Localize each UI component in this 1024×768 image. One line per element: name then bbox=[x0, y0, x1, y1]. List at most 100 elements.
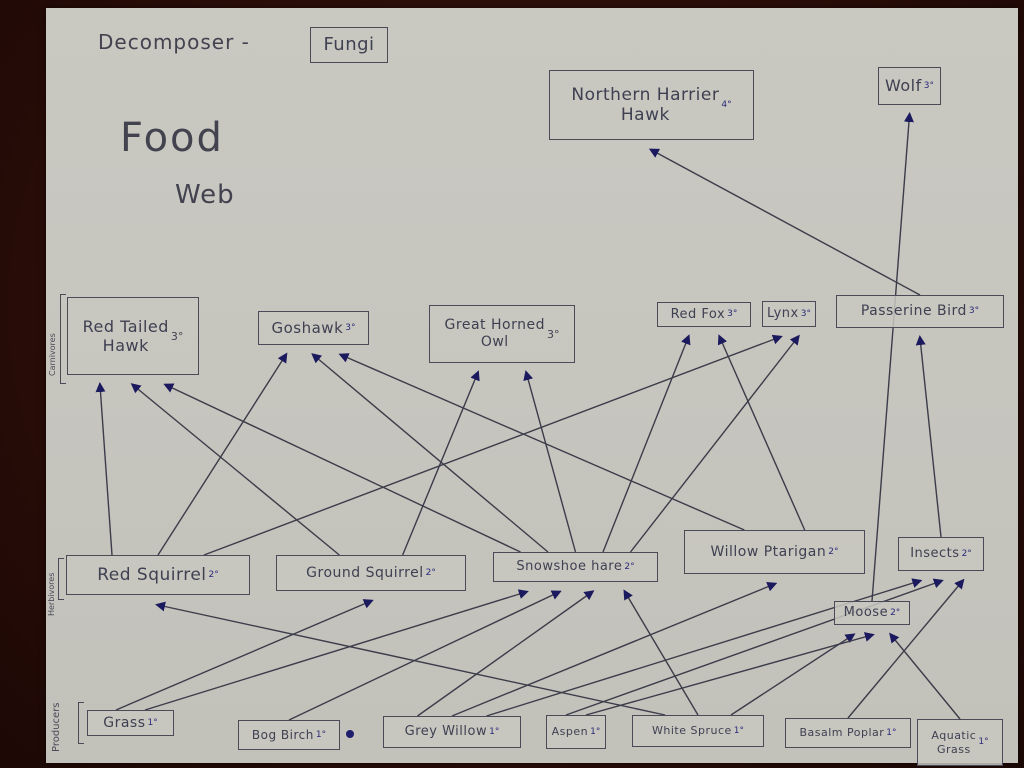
trophic-level: 1° bbox=[489, 726, 500, 737]
node-label: Wolf bbox=[885, 76, 922, 96]
arrow-grey-willow-to-willow-ptarmigan bbox=[451, 582, 778, 717]
arrow-ground-squirrel-to-great-horned-owl bbox=[402, 370, 480, 556]
arrow-snowshoe-hare-to-lynx bbox=[629, 334, 800, 553]
node-label: Aquatic Grass bbox=[931, 729, 977, 756]
arrow-willow-ptarmigan-to-goshawk bbox=[338, 353, 745, 531]
arrow-red-squirrel-to-goshawk bbox=[157, 352, 288, 556]
ink-dot bbox=[346, 730, 354, 738]
trophic-level: 3° bbox=[546, 327, 560, 341]
level-label-producers: Producers bbox=[51, 702, 62, 752]
arrow-snowshoe-hare-to-red-fox bbox=[602, 334, 691, 553]
node-label: Grey Willow bbox=[404, 724, 488, 740]
trophic-level: 2° bbox=[425, 567, 436, 578]
node-label: Red Tailed Hawk bbox=[82, 316, 169, 355]
trophic-level: 3° bbox=[727, 309, 738, 319]
node-label: Lynx bbox=[767, 306, 799, 322]
trophic-level: 1° bbox=[147, 717, 158, 728]
arrow-grey-willow-to-snowshoe-hare bbox=[417, 590, 595, 717]
node-label: Basalm Poplar bbox=[799, 726, 885, 740]
arrow-snowshoe-hare-to-great-horned-owl bbox=[523, 370, 577, 553]
decomposer-fungi-box: Fungi bbox=[310, 27, 388, 63]
level-label-carnivores: Carnivores bbox=[48, 333, 57, 376]
node-label: Red Fox bbox=[670, 306, 726, 322]
trophic-level: 4° bbox=[721, 99, 732, 110]
title-web: Web bbox=[175, 180, 235, 210]
producers-bracket bbox=[78, 702, 84, 744]
title-food: Food bbox=[120, 115, 224, 161]
node-label: Moose bbox=[843, 605, 889, 621]
arrow-red-squirrel-to-lynx bbox=[203, 334, 783, 556]
node-label: Insects bbox=[910, 546, 960, 562]
node-label: Passerine Bird bbox=[860, 303, 967, 320]
trophic-level: 1° bbox=[886, 727, 897, 738]
arrow-grass-to-ground-squirrel bbox=[115, 599, 374, 711]
arrow-willow-ptarmigan-to-red-fox bbox=[717, 334, 806, 531]
trophic-level: 2° bbox=[208, 569, 219, 580]
arrow-grass-to-snowshoe-hare bbox=[144, 589, 529, 711]
paper-sheet bbox=[46, 8, 1018, 763]
arrow-snowshoe-hare-to-goshawk bbox=[311, 353, 549, 553]
trophic-level: 2° bbox=[890, 607, 901, 618]
node-label: Northern Harrier Hawk bbox=[571, 84, 720, 125]
trophic-level: 2° bbox=[961, 548, 972, 559]
arrow-balsam-poplar-to-insects bbox=[847, 578, 965, 719]
arrow-white-spruce-to-moose bbox=[730, 633, 856, 716]
node-label: Bog Birch bbox=[251, 727, 314, 742]
node-label: Great Horned Owl bbox=[444, 317, 545, 350]
level-label-herbivores: Herbivores bbox=[47, 572, 56, 616]
node-label: Goshawk bbox=[271, 319, 344, 337]
arrow-moose-to-wolf bbox=[871, 112, 914, 602]
trophic-level: 3° bbox=[968, 306, 980, 316]
arrow-ground-squirrel-to-red-tailed-hawk bbox=[130, 383, 340, 556]
node-label: White Spruce bbox=[652, 724, 732, 738]
trophic-level: 2° bbox=[828, 546, 839, 557]
node-label: Willow Ptarigan bbox=[710, 543, 827, 560]
herbivores-bracket bbox=[58, 558, 64, 600]
trophic-level: 2° bbox=[624, 561, 635, 572]
decomposer-label: Decomposer - bbox=[98, 30, 250, 54]
trophic-level: 1° bbox=[733, 725, 744, 736]
trophic-level: 1° bbox=[315, 729, 327, 740]
trophic-level: 3° bbox=[923, 80, 934, 91]
arrow-red-squirrel-to-red-tailed-hawk bbox=[95, 382, 113, 556]
node-label: Red Squirrel bbox=[97, 564, 207, 585]
node-label: Ground Squirrel bbox=[306, 564, 424, 581]
node-label: Aspen bbox=[551, 725, 589, 739]
trophic-level: 3° bbox=[800, 308, 811, 319]
arrow-passerine-bird-to-northern-harrier-hawk bbox=[648, 148, 921, 296]
carnivores-bracket bbox=[60, 294, 66, 384]
arrow-bog-birch-to-snowshoe-hare bbox=[288, 590, 562, 721]
node-label: Grass bbox=[103, 714, 146, 731]
node-label: Snowshoe hare bbox=[516, 559, 623, 575]
trophic-level: 1° bbox=[978, 737, 989, 747]
arrow-aquatic-grass-to-moose bbox=[889, 632, 961, 720]
arrow-insects-to-passerine-bird bbox=[915, 335, 942, 538]
arrow-white-spruce-to-red-squirrel bbox=[155, 601, 666, 716]
arrow-snowshoe-hare-to-red-tailed-hawk bbox=[163, 383, 521, 553]
arrow-aspen-to-moose bbox=[585, 632, 875, 716]
trophic-level: 3° bbox=[345, 322, 356, 333]
trophic-level: 3° bbox=[170, 329, 184, 343]
trophic-level: 1° bbox=[590, 726, 601, 737]
